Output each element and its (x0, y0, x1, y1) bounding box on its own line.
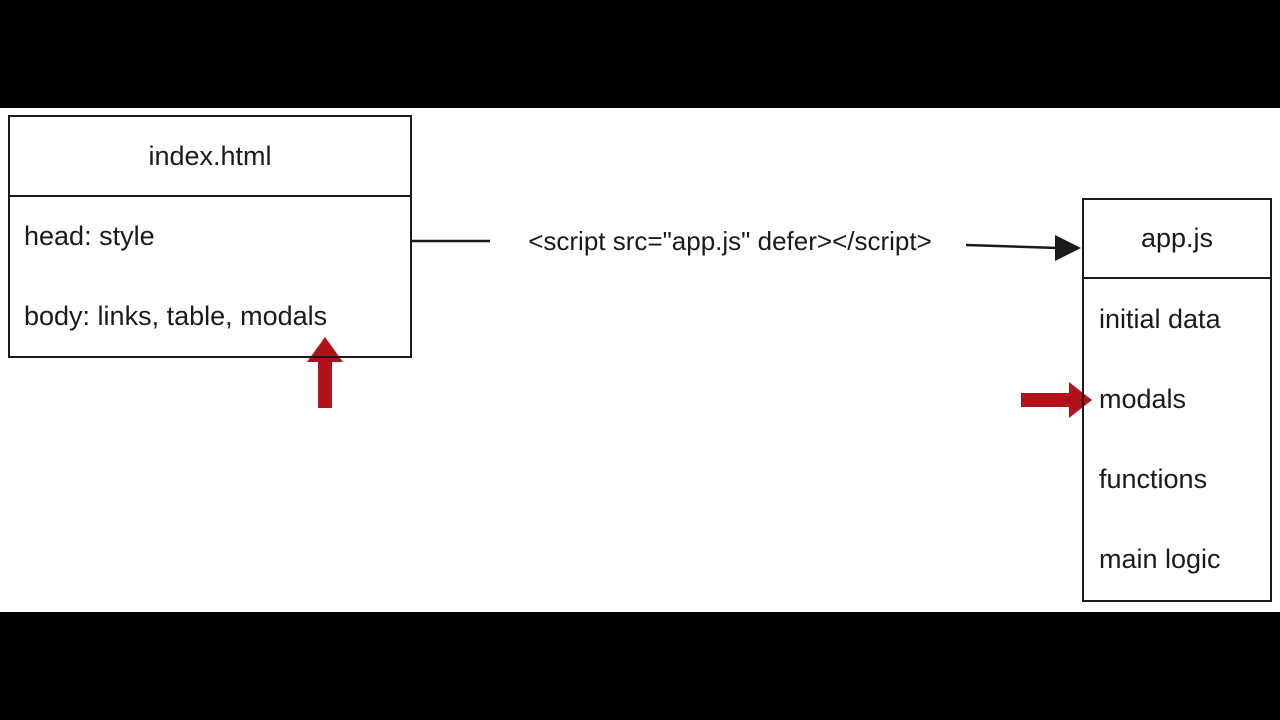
box-row: body: links, table, modals (24, 300, 328, 331)
red-arrow-right-icon (1021, 382, 1092, 418)
index-html-box: index.html head: style body: links, tabl… (8, 115, 412, 358)
arrowhead-icon (1055, 235, 1081, 261)
script-tag-label: <script src="app.js" defer></script> (528, 226, 932, 256)
box-row: modals (1099, 383, 1187, 414)
box-row: initial data (1099, 303, 1221, 334)
letterbox-bottom (0, 612, 1280, 720)
app-js-box: app.js initial data modals functions mai… (1082, 198, 1272, 602)
connector-line-right (965, 243, 1059, 250)
red-arrow-up-icon (307, 337, 343, 408)
letterbox-top (0, 0, 1280, 108)
index-html-rows: head: style body: links, table, modals (10, 197, 410, 356)
index-html-title: index.html (10, 117, 410, 197)
diagram-canvas: index.html head: style body: links, tabl… (0, 108, 1280, 612)
box-row: functions (1099, 464, 1208, 495)
box-row: main logic (1099, 544, 1221, 575)
app-js-title: app.js (1084, 200, 1270, 279)
app-js-rows: initial data modals functions main logic (1084, 279, 1270, 600)
box-row: head: style (24, 221, 155, 252)
connector-layer (307, 235, 1092, 418)
